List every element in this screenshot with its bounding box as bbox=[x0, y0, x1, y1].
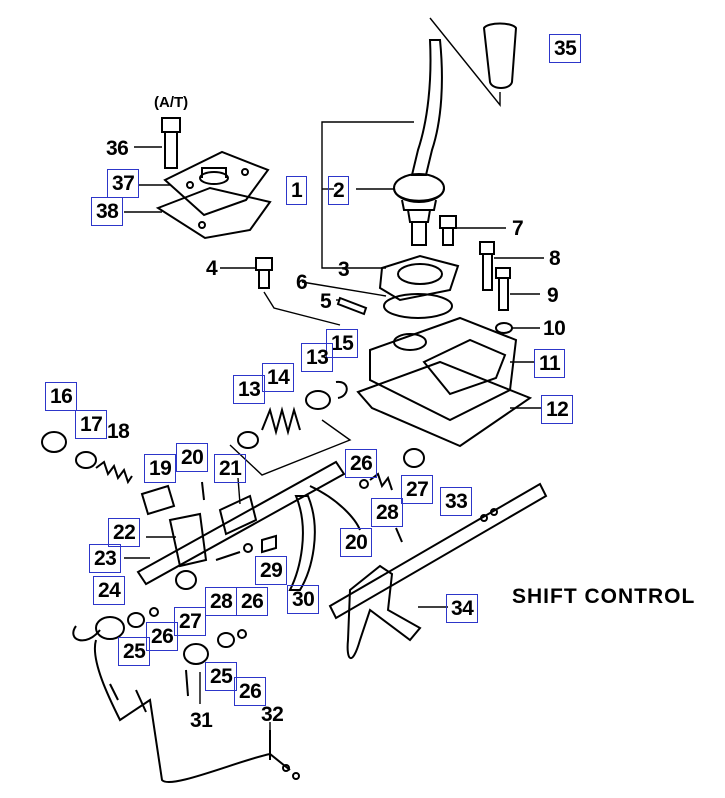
spring-14-part bbox=[261, 406, 301, 436]
callout-2: 2 bbox=[328, 176, 350, 205]
callout-7: 7 bbox=[512, 217, 524, 240]
spring-28b-part bbox=[215, 551, 241, 561]
switch-24-part bbox=[72, 616, 125, 642]
callout-28a: 28 bbox=[371, 498, 404, 527]
callout-29: 29 bbox=[255, 556, 288, 585]
ball-26c-part bbox=[149, 607, 159, 617]
spring-18-part bbox=[95, 460, 133, 485]
callout-3: 3 bbox=[338, 258, 350, 281]
callout-5: 5 bbox=[320, 290, 332, 313]
callout-32: 32 bbox=[261, 703, 284, 726]
ball-26b-part bbox=[243, 543, 253, 553]
callout-22: 22 bbox=[108, 518, 141, 547]
callout-10: 10 bbox=[543, 317, 566, 340]
callout-23: 23 bbox=[89, 544, 122, 573]
callout-17: 17 bbox=[75, 410, 108, 439]
callout-28b: 28 bbox=[205, 587, 238, 616]
callout-27a: 27 bbox=[401, 475, 434, 504]
spring-28a-part bbox=[369, 472, 393, 491]
bolt-4-part bbox=[255, 257, 273, 289]
bolt-7-part bbox=[439, 215, 457, 246]
clip-15-part bbox=[335, 380, 348, 399]
washer-25b-part bbox=[217, 632, 235, 648]
callout-34: 34 bbox=[446, 594, 479, 623]
plunger-13a-part bbox=[305, 390, 331, 410]
callout-4: 4 bbox=[206, 257, 218, 280]
switch-31-part bbox=[183, 643, 209, 665]
callout-20b: 20 bbox=[340, 528, 373, 557]
shift-rod-33-part bbox=[328, 482, 548, 620]
callout-14: 14 bbox=[262, 363, 295, 392]
callout-33: 33 bbox=[440, 487, 473, 516]
pin-20b-part bbox=[395, 527, 403, 543]
plug-27b-part bbox=[175, 570, 197, 590]
washer-25a-part bbox=[127, 612, 145, 628]
fork-34-part bbox=[346, 564, 422, 659]
callout-26a: 26 bbox=[345, 449, 378, 478]
callout-13a: 13 bbox=[301, 343, 334, 372]
at-bolt-part bbox=[161, 117, 181, 169]
callout-13b: 13 bbox=[233, 375, 266, 404]
diagram-title: SHIFT CONTROL bbox=[512, 585, 696, 608]
at-plate-part bbox=[155, 150, 272, 240]
callout-19: 19 bbox=[144, 454, 177, 483]
washer-10-part bbox=[495, 322, 513, 334]
case-11-part bbox=[369, 316, 518, 422]
plunger-13b-part bbox=[237, 431, 259, 449]
callout-31: 31 bbox=[190, 709, 213, 732]
callout-9: 9 bbox=[547, 284, 559, 307]
shift-lever-part bbox=[393, 39, 445, 246]
pin-20a-part bbox=[201, 481, 205, 501]
callout-11: 11 bbox=[534, 349, 566, 378]
washer-17-part bbox=[75, 451, 97, 469]
plug-27a-part bbox=[403, 448, 425, 468]
callout-24: 24 bbox=[93, 576, 126, 605]
part1-bracket bbox=[321, 121, 414, 269]
shift-knob-part bbox=[482, 22, 518, 89]
callout-1: 1 bbox=[286, 176, 308, 205]
pin-19-part bbox=[140, 484, 176, 516]
callout-18: 18 bbox=[107, 420, 130, 443]
at-note: (A/T) bbox=[154, 94, 189, 111]
lever-to-knob-leader bbox=[429, 17, 501, 107]
callout-37: 37 bbox=[107, 169, 140, 198]
callout-35: 35 bbox=[549, 34, 582, 63]
plug-16-part bbox=[41, 431, 67, 453]
callout-36: 36 bbox=[106, 137, 129, 160]
callout-27b: 27 bbox=[174, 607, 207, 636]
callout-26c: 26 bbox=[146, 622, 179, 651]
callout-30: 30 bbox=[287, 585, 320, 614]
callout-21: 21 bbox=[214, 454, 247, 483]
callout-25b: 25 bbox=[205, 662, 238, 691]
gasket-6-part bbox=[301, 281, 453, 319]
part4-long-leader bbox=[263, 291, 341, 326]
callout-12: 12 bbox=[541, 395, 574, 424]
callout-16: 16 bbox=[45, 382, 78, 411]
fork-30-part bbox=[288, 485, 361, 591]
callout-38: 38 bbox=[91, 197, 124, 226]
housing-3-part bbox=[378, 254, 460, 302]
bolt-5-part bbox=[336, 296, 368, 316]
wire-harness-32-part bbox=[93, 639, 300, 783]
ball-26d-part bbox=[237, 629, 247, 639]
callout-6: 6 bbox=[296, 271, 308, 294]
pin-29-part bbox=[261, 534, 277, 554]
callout-26b: 26 bbox=[236, 587, 269, 616]
callout-20a: 20 bbox=[176, 443, 209, 472]
ball-26a-part bbox=[359, 479, 369, 489]
bolt-8-part bbox=[479, 241, 495, 291]
gasket-12-part bbox=[356, 360, 533, 448]
callout-26d: 26 bbox=[234, 677, 267, 706]
bolt-9-part bbox=[495, 267, 511, 311]
callout-25a: 25 bbox=[118, 637, 151, 666]
callout-8: 8 bbox=[549, 247, 561, 270]
